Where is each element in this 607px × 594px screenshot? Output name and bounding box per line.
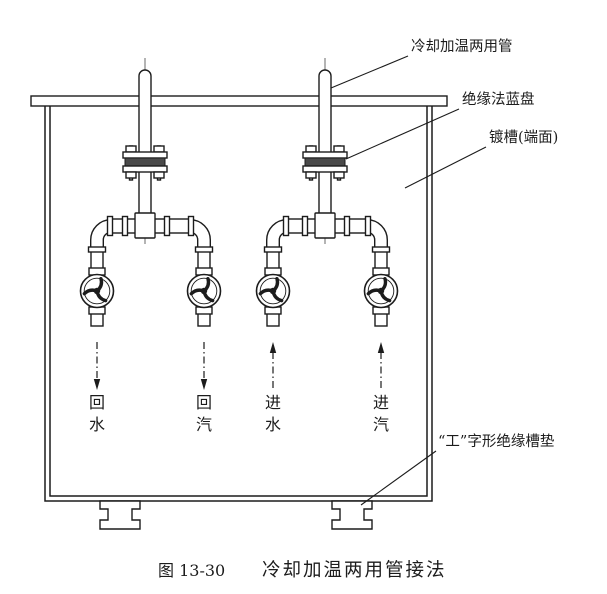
valve-right (186, 267, 222, 315)
callout-tank: 镀槽(端面) (404, 129, 558, 189)
callout-flange: 绝缘法蓝盘 (345, 90, 535, 160)
callout-leader-line (330, 55, 409, 89)
valve-handwheel-icon (186, 273, 222, 309)
flow-label-char: 回 (196, 393, 212, 412)
flow-label-char: 汽 (196, 415, 212, 434)
tank-outer-wall (44, 106, 433, 502)
flow-label-inlet-water: 进 水 (265, 393, 281, 434)
insulating-pad-right (331, 500, 373, 530)
callout-pad-label: “工”字形绝缘槽垫 (438, 433, 555, 450)
flow-label-char: 进 (265, 393, 281, 412)
valve-left (255, 267, 291, 315)
vertical-main-pipe (318, 69, 332, 217)
callout-dual-pipe: 冷却加温两用管 (330, 38, 513, 89)
callout-tank-label: 镀槽(端面) (489, 129, 558, 146)
plating-tank (30, 95, 448, 502)
callout-leader-line (345, 108, 460, 160)
flow-label-inlet-steam: 进 汽 (373, 393, 389, 434)
tank-top-rim (30, 95, 448, 107)
vertical-main-pipe (138, 69, 152, 217)
flow-arrow-return-water (93, 342, 101, 390)
callout-flange-label: 绝缘法蓝盘 (462, 90, 535, 108)
callout-dual-pipe-label: 冷却加温两用管 (411, 38, 513, 55)
figure-caption: 图 13-30 冷却加温两用管接法 (158, 560, 447, 581)
pipe-couplings (87, 215, 214, 253)
flow-label-char: 回 (89, 393, 105, 412)
flow-label-return-water: 回 水 (89, 393, 105, 434)
flow-label-char: 进 (373, 393, 389, 412)
tee-fitting (134, 212, 156, 239)
flow-arrow-return-steam (200, 342, 208, 390)
valve-left (79, 267, 115, 315)
tee-fitting (314, 212, 336, 239)
valve-right (363, 267, 399, 315)
flow-label-char: 水 (89, 415, 105, 434)
tank-inner-wall (49, 106, 428, 497)
valve-handwheel-icon (363, 273, 399, 309)
flow-label-return-steam: 回 汽 (196, 393, 212, 434)
valve-handwheel-icon (255, 273, 291, 309)
flow-label-char: 水 (265, 415, 281, 434)
valve-handwheel-icon (79, 273, 115, 309)
callout-pad: “工”字形绝缘槽垫 (360, 433, 555, 506)
flow-label-char: 汽 (373, 415, 389, 434)
figure-title: 冷却加温两用管接法 (262, 560, 447, 581)
pipe-couplings (263, 215, 391, 253)
dual-pipe-assembly-right (255, 58, 399, 327)
dual-pipe-assembly-left (79, 58, 222, 327)
insulating-flange (302, 145, 348, 181)
flow-arrow-inlet-steam (377, 342, 385, 389)
callout-leader-line (404, 146, 487, 189)
figure-number: 图 13-30 (158, 561, 225, 580)
insulating-pad-left (99, 500, 141, 530)
callout-leader-line (360, 450, 437, 506)
insulating-flange (122, 145, 168, 181)
flow-arrow-inlet-water (269, 342, 277, 389)
